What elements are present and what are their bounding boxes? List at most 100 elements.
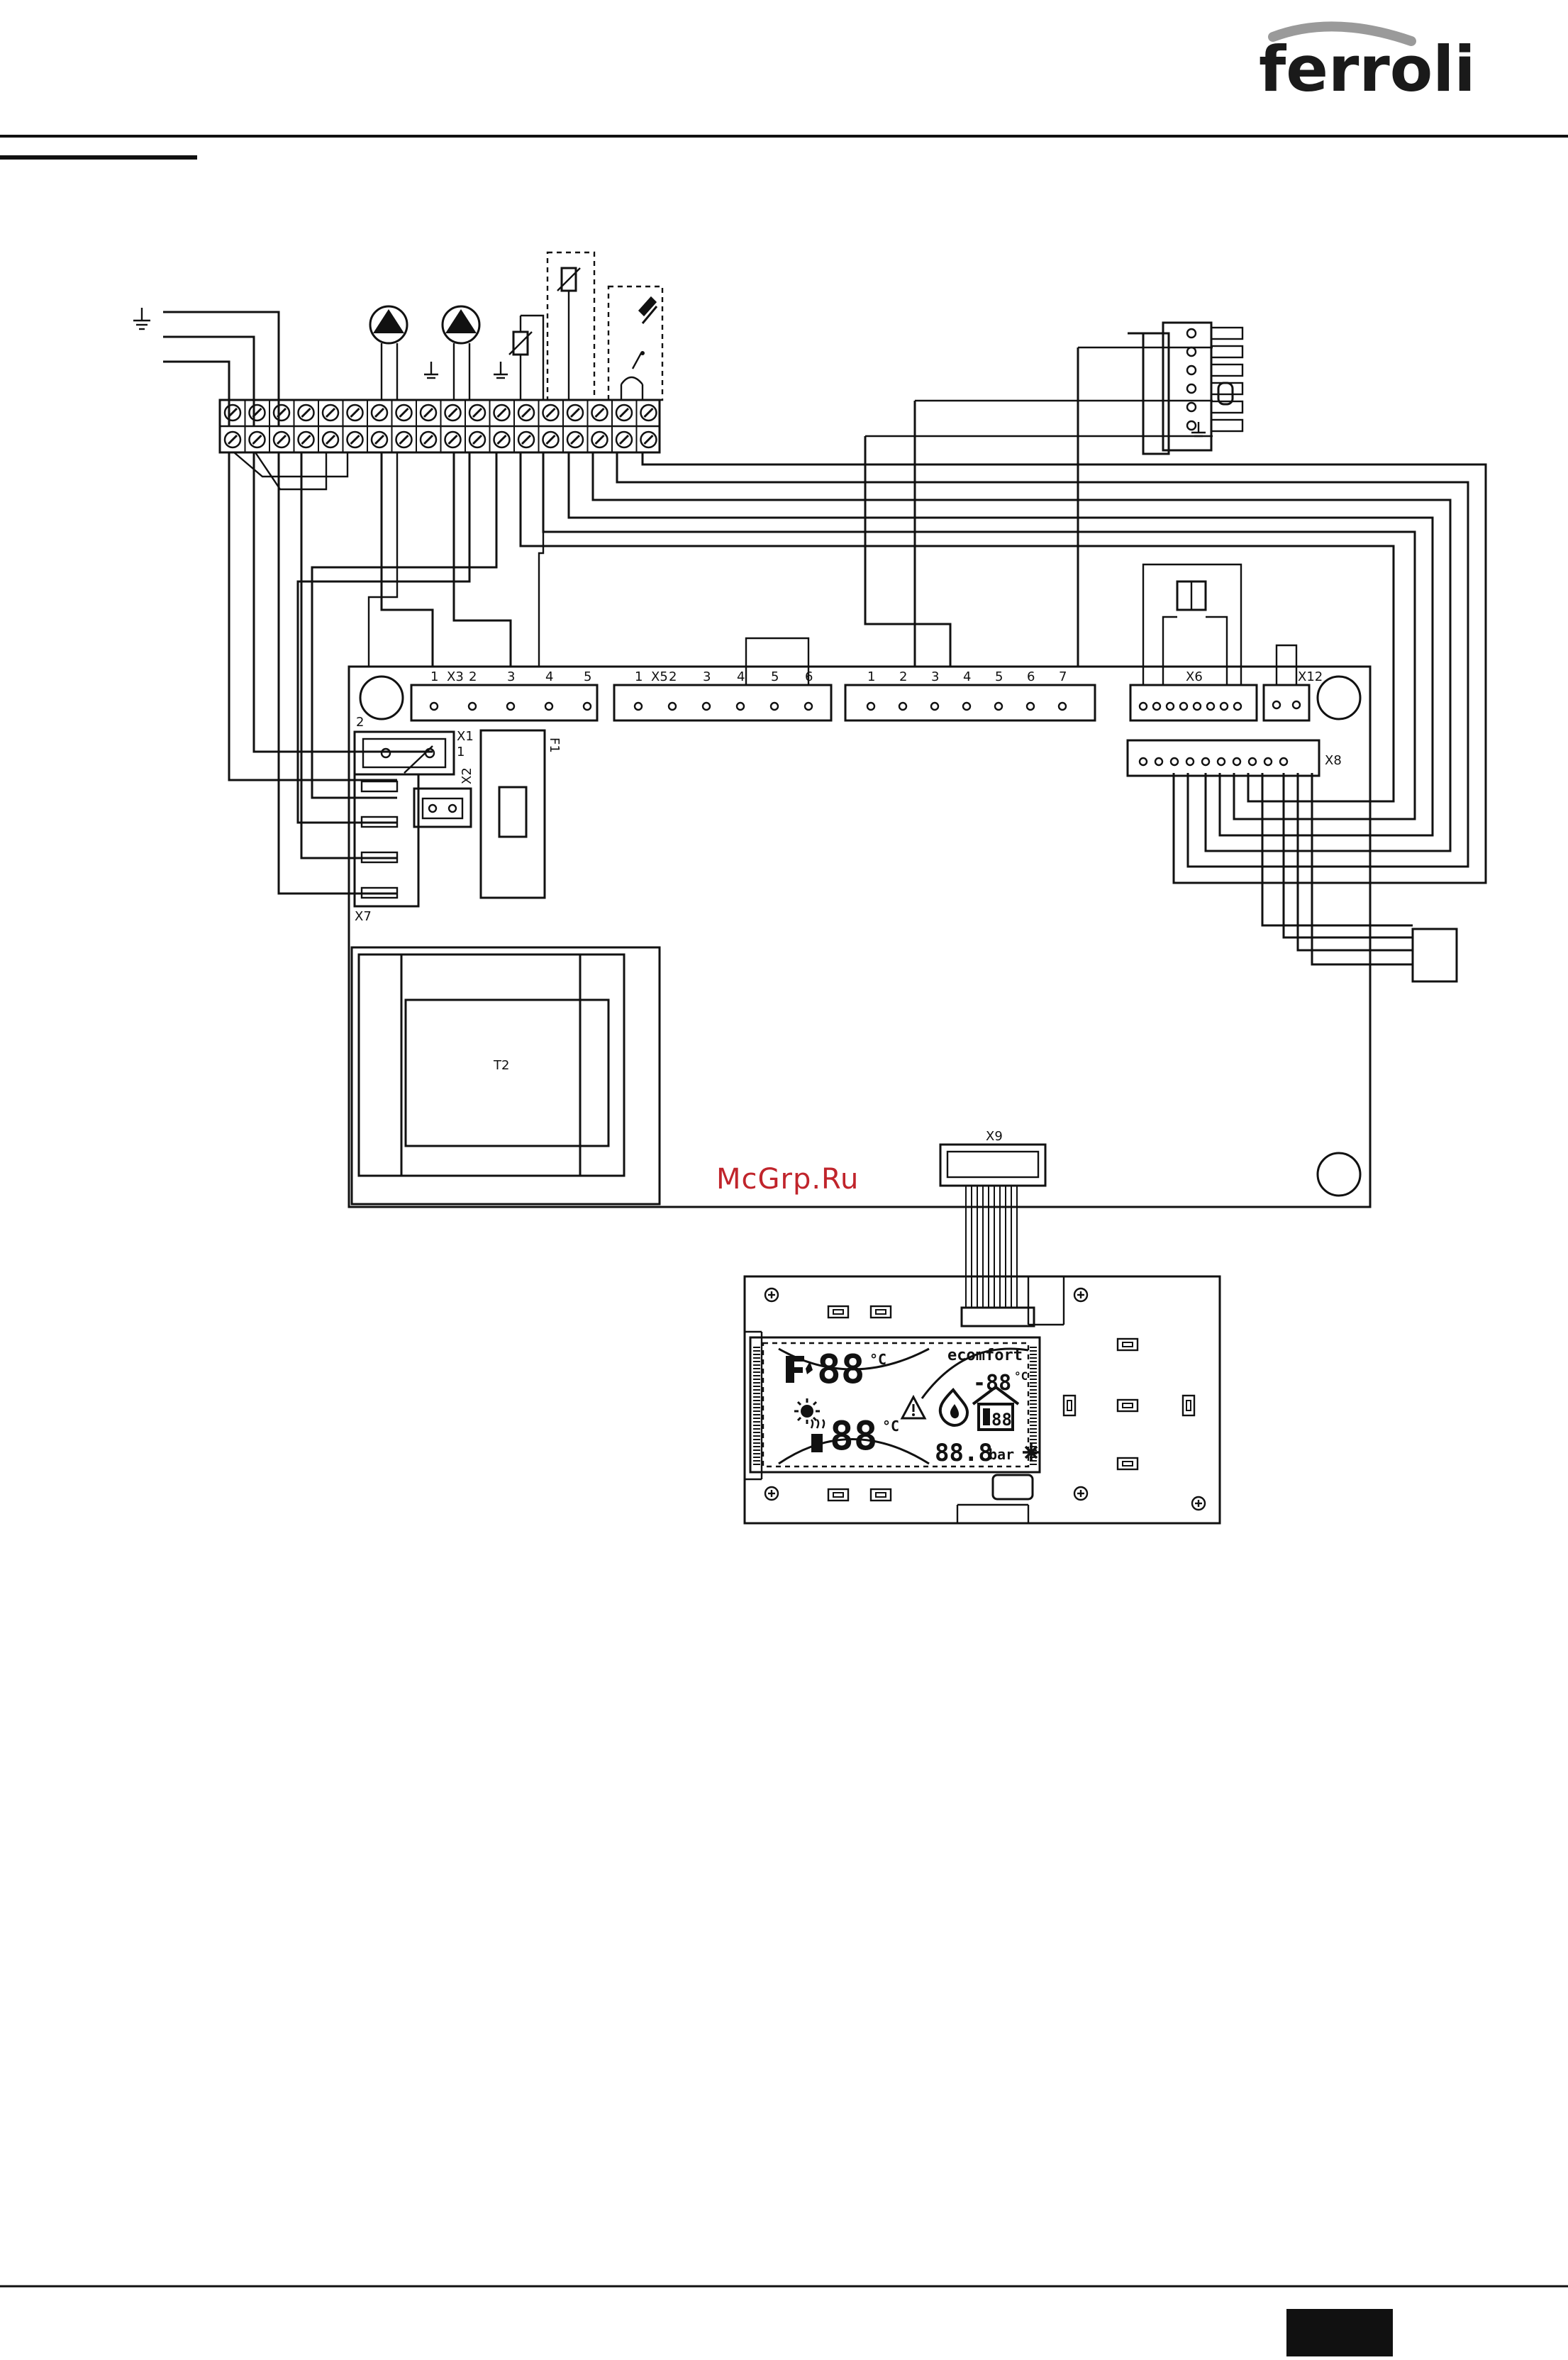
connector-pin (1211, 346, 1242, 357)
connector-pin (1187, 329, 1196, 338)
connector-pin (1187, 384, 1196, 393)
connector-x8-label: X8 (1325, 753, 1342, 768)
pump-2-icon (443, 306, 479, 400)
connector-pin (1233, 758, 1240, 765)
display-button[interactable] (871, 1489, 891, 1501)
display-button[interactable] (828, 1489, 848, 1501)
terminal-screw (225, 405, 240, 421)
terminal-screw (494, 432, 510, 447)
terminal-screw (641, 432, 657, 447)
connector-pin (1211, 420, 1242, 431)
lcd-dhw-temp-digits: 88 (830, 1413, 877, 1459)
screw-icon (1074, 1288, 1087, 1301)
connector-pin (1207, 703, 1214, 710)
connector-pin (995, 703, 1002, 710)
screw-icon (765, 1487, 778, 1500)
display-button[interactable] (1183, 1396, 1194, 1415)
x5-pin-label-4: 4 (737, 669, 745, 684)
display-button[interactable] (1118, 1400, 1138, 1411)
connector-x1: X1 2 1 (355, 715, 474, 774)
display-button[interactable] (1118, 1458, 1138, 1469)
transformer-t2-label: T2 (493, 1058, 509, 1073)
terminal-screw (299, 405, 314, 421)
terminal-screw (641, 405, 657, 421)
x5-pin-label-1: 1 (635, 669, 643, 684)
connector-x12-label: X12 (1298, 669, 1323, 684)
brand-logo-text: ferroli (1259, 33, 1476, 106)
terminal-screw (518, 405, 534, 421)
display-button[interactable] (1118, 1339, 1138, 1350)
x5-pin-label-5: 5 (771, 669, 779, 684)
x3-pin-label-4: 4 (545, 669, 553, 684)
connector-pin (1187, 421, 1196, 430)
terminal-screw (274, 405, 289, 421)
x4-pin-label-5: 5 (995, 669, 1003, 684)
connector-x1-pin-1: 1 (457, 745, 465, 759)
tap-icon (811, 1420, 824, 1452)
terminal-screw (518, 432, 534, 447)
screw-icon (1192, 1497, 1205, 1510)
x5-pin-label-2: 2 (669, 669, 677, 684)
terminal-screw (396, 432, 412, 447)
connector-x3: X3 12345 (411, 669, 597, 720)
terminal-screw (543, 432, 559, 447)
connector-pin (1211, 383, 1242, 394)
display-button[interactable] (871, 1306, 891, 1318)
connector-pin (931, 703, 938, 710)
connector-pin (1180, 703, 1187, 710)
terminal-screw (347, 405, 363, 421)
connector-x6-label: X6 (1186, 669, 1203, 684)
lcd-pressure-unit: bar (989, 1446, 1014, 1463)
connector-pin (1155, 758, 1162, 765)
connector-pin (1153, 703, 1160, 710)
connector-x2: X2 (414, 767, 474, 827)
harness-right (521, 452, 1486, 981)
connector-pin (1218, 758, 1225, 765)
terminal-screw (616, 405, 632, 421)
brand-logo: ferroli (1259, 26, 1476, 106)
connector-pin (1211, 401, 1242, 413)
x4-pin-label-4: 4 (963, 669, 971, 684)
connector-pin (1187, 403, 1196, 411)
connector-x5-label: X5 (651, 669, 668, 684)
connector-pin (1211, 328, 1242, 339)
display-board: 88 °C 88 °C ecomfort -88 °C 88.8 bar (745, 1276, 1220, 1523)
connector-pin (703, 703, 710, 710)
connector-pin (771, 703, 778, 710)
lcd-flow-temp-digits: 88 (817, 1347, 864, 1393)
watermark-text: McGrp.Ru (716, 1163, 859, 1196)
terminal-screw (592, 432, 608, 447)
heating-icon (786, 1356, 813, 1383)
antifreeze-icon (1023, 1444, 1040, 1461)
connector-pin (430, 703, 438, 710)
terminal-screw (372, 405, 387, 421)
display-button[interactable] (828, 1306, 848, 1318)
connector-pin (1027, 703, 1034, 710)
outdoor-sensor-icon (547, 252, 594, 400)
terminal-screw (616, 432, 632, 447)
terminal-screw (567, 405, 583, 421)
connector-pin (1202, 758, 1209, 765)
connector-pin (1187, 347, 1196, 356)
connector-pin (805, 703, 812, 710)
page-number-tab (1286, 2309, 1393, 2356)
lcd-pressure-digits: 88.8 (935, 1439, 993, 1467)
terminal-screw (592, 405, 608, 421)
terminal-screw (469, 405, 485, 421)
x4-pin-label-3: 3 (931, 669, 939, 684)
terminal-screw (469, 432, 485, 447)
terminal-screw (250, 405, 265, 421)
terminal-screw (347, 432, 363, 447)
fuse-f1: F1 (481, 730, 562, 898)
display-button[interactable] (1064, 1396, 1075, 1415)
connector-x12: X12 (1264, 645, 1323, 720)
connector-x4: 1234567 (845, 669, 1095, 720)
room-thermostat-icon (608, 286, 662, 400)
connector-pin (1140, 703, 1147, 710)
terminal-screw (274, 432, 289, 447)
connector-pin (1187, 366, 1196, 374)
terminal-block (220, 400, 660, 452)
